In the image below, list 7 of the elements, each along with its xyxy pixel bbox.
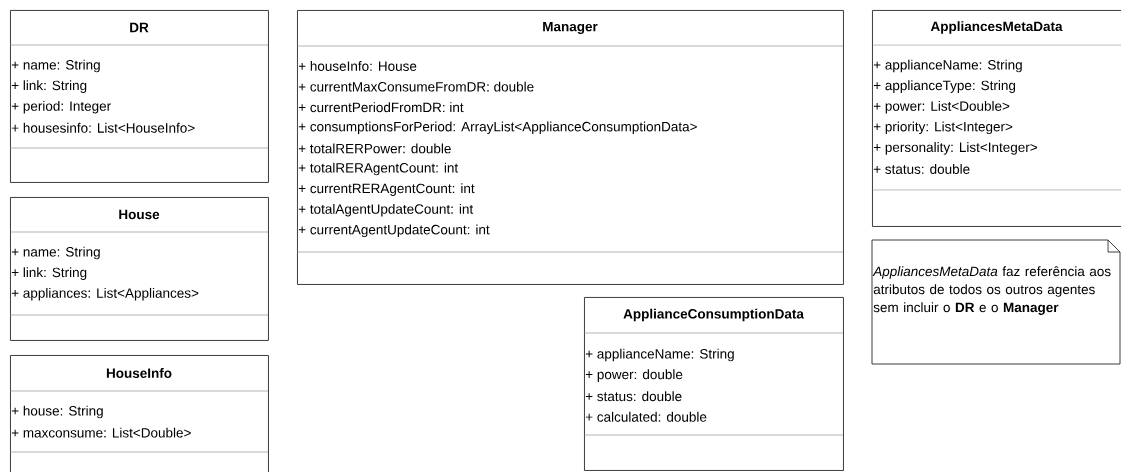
class-box: AppliancesMetaData + applianceName: String + applianceType: String + power: List<Double> + priority: List<Integer> + personality: List<Integer> + status: double [871,10,1121,227]
class-box: House + name: String + link: String + appliances: List<Appliances> [9,197,269,341]
class-box: ApplianceConsumptionData + applianceName: String + power: double + status: double + calculated: double [583,297,844,471]
note-box: AppliancesMetaData faz referência aos atributos de todos os outros agentes sem incluir o DR e o Manager [871,239,1121,365]
class-box: DR + name: String + link: String + period: Integer + housesinfo: List<HouseInfo> [9,10,269,183]
class-box: HouseInfo + house: String + maxconsume: List<Double> [9,355,269,472]
class-box: Manager + houseInfo: House + currentMaxConsumeFromDR: double + currentPeriodFromDR: int + consumptionsForPeriod: ArrayList<ApplianceConsumptionData> + totalRERPower: double + totalRERAgentCount: int + currentRERAgentCount: int + totalAgentUpdateCount: int + currentAgentUpdateCount: int [296,10,844,285]
